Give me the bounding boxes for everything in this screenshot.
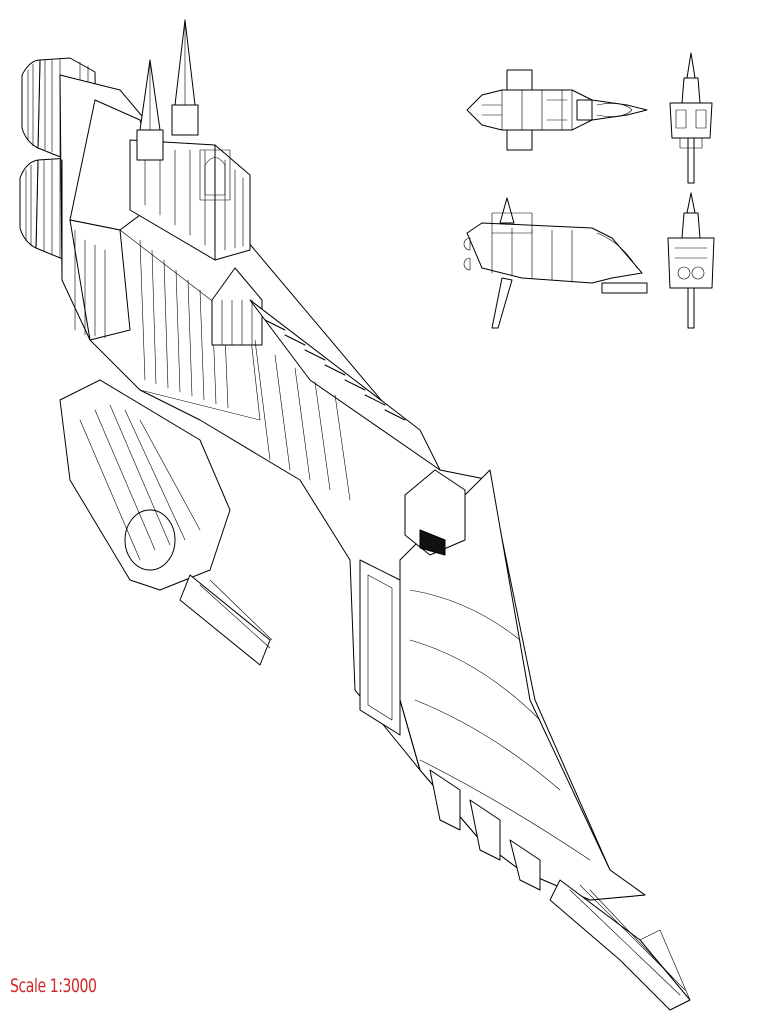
dome-turret bbox=[211, 267, 263, 346]
prow-lance-cannon bbox=[549, 879, 691, 1011]
prow-armour bbox=[359, 469, 646, 901]
front-view bbox=[669, 52, 713, 184]
ventral-keel bbox=[429, 769, 541, 891]
scale-label: Scale 1:3000 bbox=[10, 975, 97, 997]
rear-view bbox=[667, 192, 715, 329]
top-view bbox=[466, 69, 648, 151]
broadside-battery bbox=[249, 299, 441, 501]
ventral-weapon-pod bbox=[59, 379, 273, 666]
side-view bbox=[463, 197, 648, 329]
cathedral-superstructure bbox=[129, 19, 251, 261]
